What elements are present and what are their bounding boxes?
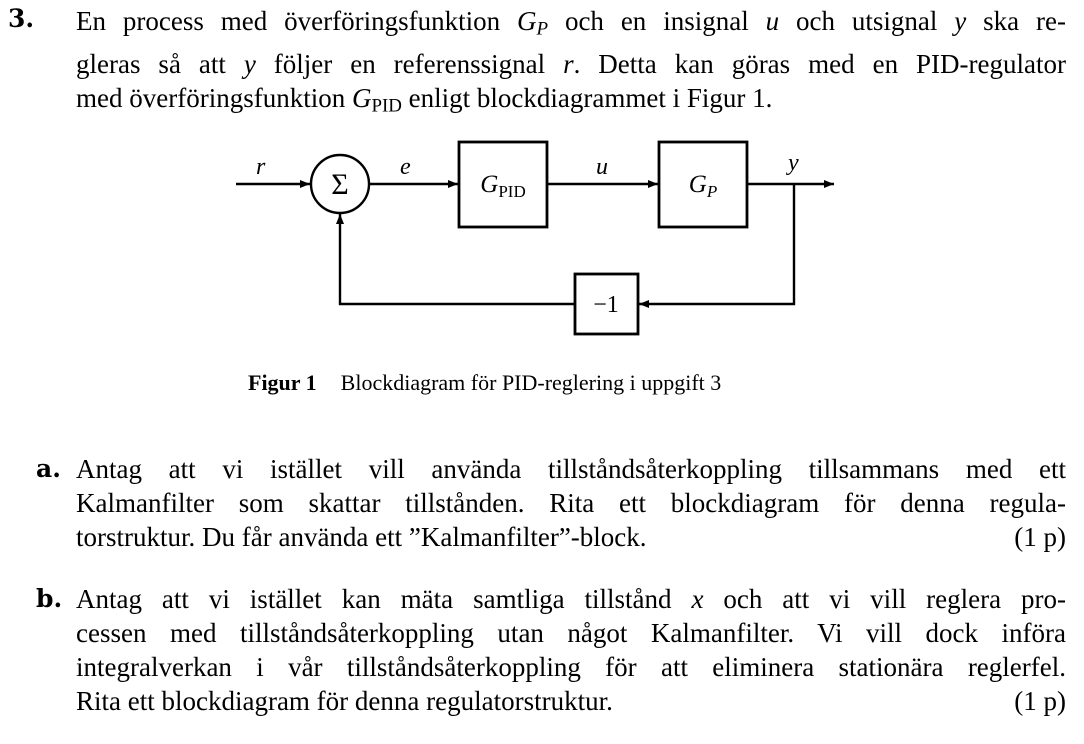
math-subscript-P: P xyxy=(536,18,549,40)
intro-line-1: En process med överföringsfunktion GP oc… xyxy=(76,4,1066,47)
block-gpid-label: GPID xyxy=(480,171,525,201)
block-gp-sub: P xyxy=(706,182,717,201)
part-b-label: b. xyxy=(36,584,63,613)
math-subscript-PID: PID xyxy=(371,95,402,117)
intro-text: . Detta kan göras med en PID-regulator xyxy=(573,48,1066,79)
part-b-text-segment: och att vi vill reglera pro- xyxy=(703,584,1066,614)
math-y: y xyxy=(243,48,256,79)
block-gp-main: G xyxy=(689,171,707,198)
intro-text: och utsignal xyxy=(779,6,955,36)
intro-text: ska re- xyxy=(966,6,1066,36)
signal-r-label: r xyxy=(256,154,266,180)
part-b-line-2: cessen med tillståndsåterkoppling utan n… xyxy=(76,618,1066,648)
intro-text: enligt blockdiagrammet i Figur 1. xyxy=(401,82,773,113)
figure-caption: Figur 1 Blockdiagram för PID-reglering i … xyxy=(248,370,721,396)
part-a-line-1: Antag att vi istället vill använda tills… xyxy=(76,454,1066,484)
intro-text: gleras så att xyxy=(76,48,244,79)
signal-e-label: e xyxy=(400,154,411,180)
part-b-line-3: integralverkan i vår tillståndsåterkoppl… xyxy=(76,652,1066,682)
part-b-text: Antag att vi istället kan mäta samtliga … xyxy=(76,582,1066,718)
part-a-points: (1 p) xyxy=(1014,522,1066,552)
math-r: r xyxy=(563,48,574,79)
math-G: G xyxy=(517,6,537,36)
math-u: u xyxy=(765,6,780,36)
figure-caption-text: Blockdiagram för PID-reglering i uppgift… xyxy=(340,370,722,395)
signal-y-label: y xyxy=(786,150,799,176)
question-intro: En process med överföringsfunktion GP oc… xyxy=(76,4,1066,123)
part-a-line-2: Kalmanfilter som skattar tillstånden. Ri… xyxy=(76,488,1066,518)
block-gp-label: GP xyxy=(689,171,717,201)
feedback-path-left xyxy=(336,214,575,306)
part-a-text: Antag att vi istället vill använda tills… xyxy=(76,452,1066,554)
block-gp xyxy=(657,140,749,229)
intro-text: följer en referenssignal xyxy=(255,48,564,79)
block-feedback-label: −1 xyxy=(593,292,619,318)
part-b-line-4-text: Rita ett blockdiagram för denna regulato… xyxy=(76,686,613,716)
intro-text: med överföringsfunktion xyxy=(76,82,352,113)
part-a-line-3: torstruktur. Du får använda ett ”Kalmanf… xyxy=(76,520,1066,554)
intro-line-2: gleras så att y följer en referenssignal… xyxy=(76,47,1066,81)
intro-text: En process med överföringsfunktion xyxy=(76,6,517,36)
question-number: 3. xyxy=(8,4,35,33)
math-y: y xyxy=(954,6,967,36)
math-x: x xyxy=(691,584,704,614)
feedback-path-right xyxy=(639,184,796,308)
intro-text: och en insignal xyxy=(548,6,766,36)
part-b-line-1: Antag att vi istället kan mäta samtliga … xyxy=(76,582,1066,616)
math-G: G xyxy=(351,82,372,113)
signal-u-label: u xyxy=(596,154,608,180)
figure-label: Figur 1 xyxy=(248,370,317,395)
part-a-label: a. xyxy=(36,454,61,483)
sum-symbol: Σ xyxy=(331,168,348,201)
part-b-text-segment: Antag att vi istället kan mäta samtliga … xyxy=(76,584,692,614)
part-b-points: (1 p) xyxy=(1014,686,1066,716)
pid-block-diagram: r Σ e GPID u GP y −1 xyxy=(236,140,834,336)
block-gpid-main: G xyxy=(480,171,498,198)
part-a-line-3-text: torstruktur. Du får använda ett ”Kalmanf… xyxy=(76,522,647,552)
intro-line-3: med överföringsfunktion GPID enligt bloc… xyxy=(76,81,1066,124)
block-gpid-sub: PID xyxy=(498,182,525,201)
part-b-line-4: Rita ett blockdiagram för denna regulato… xyxy=(76,684,1066,718)
